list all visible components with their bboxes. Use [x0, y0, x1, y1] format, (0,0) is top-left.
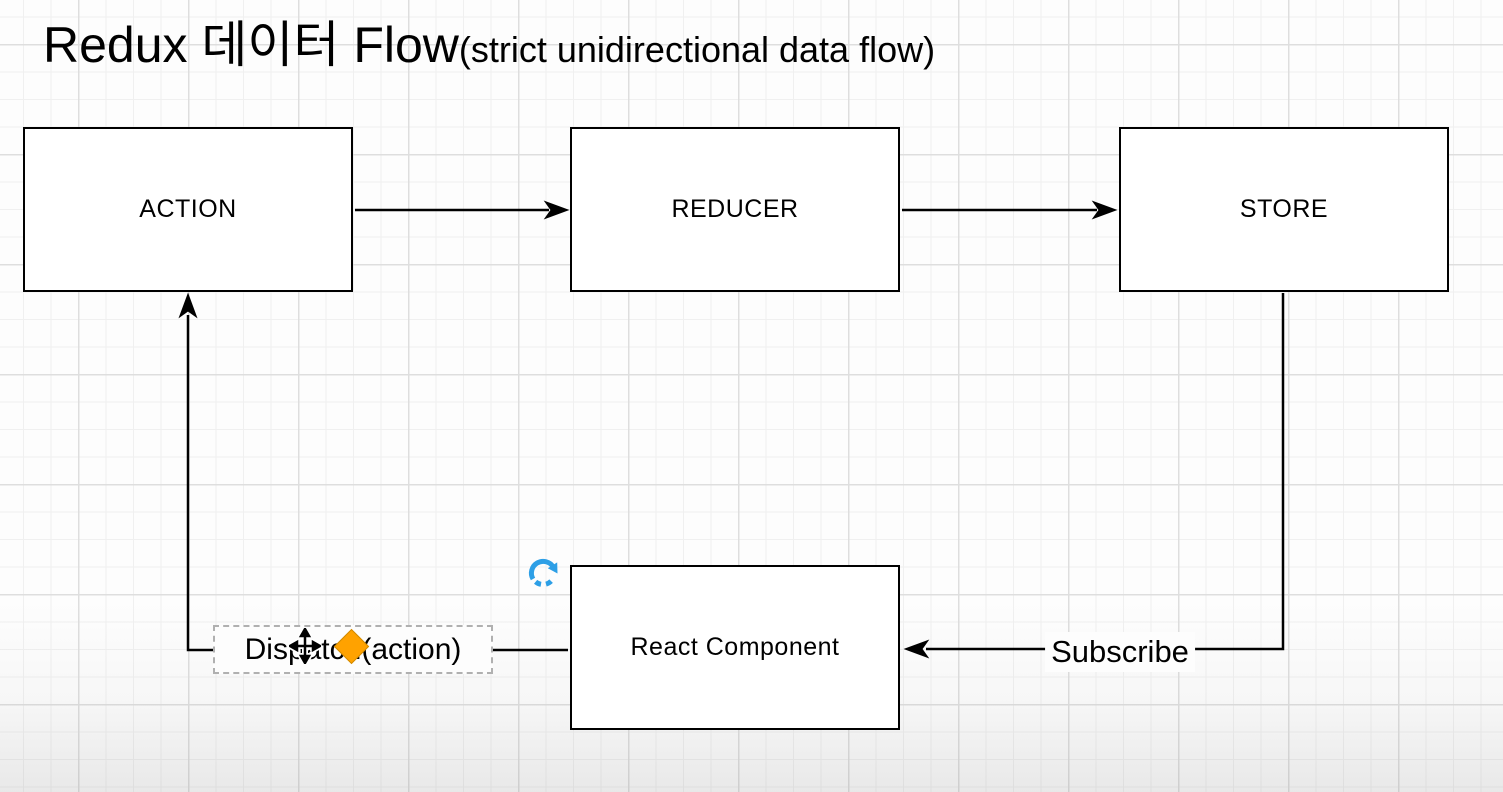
arrowhead-icon	[1091, 200, 1118, 220]
diagram-title[interactable]: Redux 데이터 Flow(strict unidirectional dat…	[43, 14, 935, 81]
refresh-dash	[533, 579, 542, 587]
refresh-dash	[545, 579, 553, 587]
node-label: React Component	[630, 633, 840, 661]
title-main-text: Redux 데이터 Flow	[43, 17, 459, 73]
arrowhead-icon	[903, 639, 930, 659]
refresh-icon[interactable]	[524, 553, 562, 591]
refresh-arc	[528, 558, 556, 581]
edge-label-text: Subscribe	[1051, 634, 1189, 669]
edge-line	[186, 315, 568, 652]
node-reducer[interactable]: REDUCER	[570, 127, 900, 292]
edge-react-to-action-dispatch[interactable]	[178, 292, 569, 652]
node-label: REDUCER	[671, 195, 799, 223]
node-label: STORE	[1239, 195, 1329, 223]
edge-line	[926, 293, 1285, 651]
node-label: ACTION	[139, 195, 237, 223]
edge-action-to-reducer[interactable]	[355, 200, 570, 220]
node-store[interactable]: STORE	[1119, 127, 1449, 292]
node-react-component[interactable]: React Component	[570, 565, 900, 730]
node-action[interactable]: ACTION	[23, 127, 353, 292]
arrowhead-icon	[178, 292, 198, 319]
edge-reducer-to-store[interactable]	[902, 200, 1118, 220]
title-sub-text: (strict unidirectional data flow)	[458, 29, 936, 70]
edge-label-subscribe[interactable]: Subscribe	[1045, 632, 1195, 672]
edge-store-to-react-subscribe[interactable]	[903, 293, 1285, 659]
arrowhead-icon	[543, 200, 570, 220]
refresh-arrowhead	[547, 562, 558, 574]
